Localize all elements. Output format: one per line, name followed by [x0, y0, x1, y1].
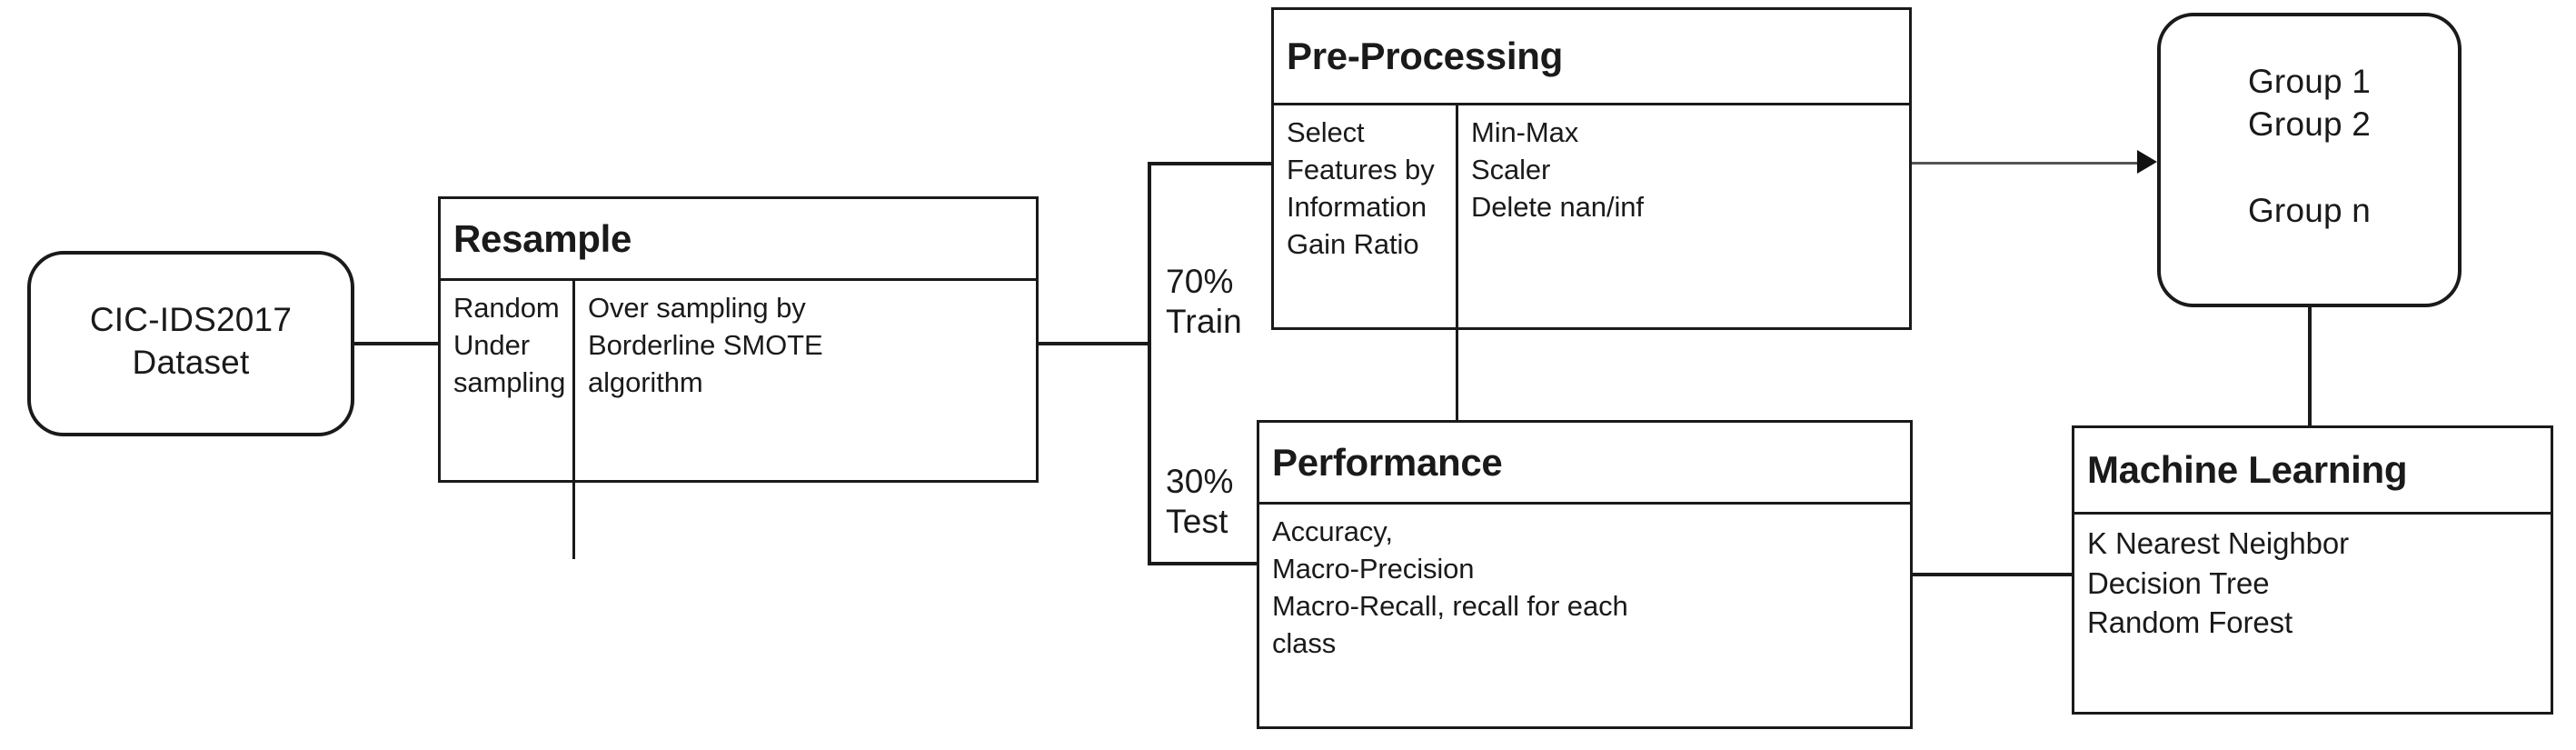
edge-groups-to-ml: [2308, 305, 2312, 431]
node-preprocessing-body: Select Features by Information Gain Rati…: [1274, 105, 1909, 420]
node-performance-header: Performance: [1259, 423, 1910, 505]
edge-resample-to-split: [1039, 342, 1151, 345]
node-resample-cell-1: Over sampling by Borderline SMOTE algori…: [572, 281, 1036, 559]
edge-preprocessing-to-groups: [1912, 162, 2139, 165]
node-machine-learning-cell-0: K Nearest Neighbor Decision Tree Random …: [2087, 526, 2350, 640]
node-dataset-label: CIC-IDS2017 Dataset: [89, 301, 293, 382]
split-label-test: 30% Test: [1166, 463, 1234, 541]
node-performance-title: Performance: [1272, 440, 1503, 484]
node-machine-learning-body: K Nearest Neighbor Decision Tree Random …: [2074, 515, 2551, 750]
node-performance-cell-0: Accuracy, Macro-Precision Macro-Recall, …: [1272, 515, 1628, 659]
node-resample-cell-0: Random Under sampling: [453, 292, 566, 398]
node-preprocessing-cell-0: Select Features by Information Gain Rati…: [1287, 116, 1435, 260]
edge-train-branch: [1148, 162, 1275, 165]
node-resample-title: Resample: [453, 216, 632, 260]
node-resample-header: Resample: [441, 199, 1036, 281]
edge-dataset-to-resample: [353, 342, 442, 345]
node-preprocessing[interactable]: Pre-Processing Select Features by Inform…: [1271, 7, 1912, 420]
node-machine-learning-title: Machine Learning: [2087, 448, 2408, 491]
node-preprocessing-header: Pre-Processing: [1274, 10, 1909, 105]
node-preprocessing-title: Pre-Processing: [1287, 35, 1563, 77]
node-resample[interactable]: Resample Random Under sampling Over samp…: [438, 196, 1039, 559]
node-machine-learning[interactable]: Machine Learning K Nearest Neighbor Deci…: [2072, 425, 2553, 715]
node-groups-label: Group 1 Group 2 Group n: [2247, 63, 2372, 230]
node-groups[interactable]: Group 1 Group 2 Group n: [2157, 13, 2462, 307]
node-dataset[interactable]: CIC-IDS2017 Dataset: [27, 251, 354, 436]
node-performance-body: Accuracy, Macro-Precision Macro-Recall, …: [1259, 505, 1910, 750]
edge-ml-to-performance: [1911, 573, 2074, 576]
edge-test-branch: [1148, 562, 1260, 565]
arrowhead-to-groups: [2137, 150, 2157, 174]
node-resample-body: Random Under sampling Over sampling by B…: [441, 281, 1036, 559]
node-preprocessing-cell-1: Min-Max Scaler Delete nan/inf: [1456, 105, 1909, 420]
edge-split-vertical: [1148, 162, 1151, 565]
node-performance[interactable]: Performance Accuracy, Macro-Precision Ma…: [1257, 420, 1913, 729]
split-label-train: 70% Train: [1166, 263, 1242, 341]
node-machine-learning-header: Machine Learning: [2074, 428, 2551, 515]
